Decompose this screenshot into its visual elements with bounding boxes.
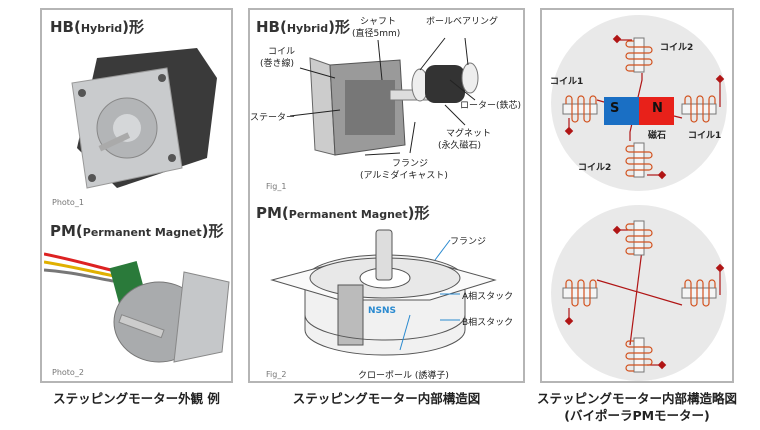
magnet-n-label: N <box>652 101 663 116</box>
magnet-label: マグネット <box>446 129 492 139</box>
flange-label: フランジ <box>392 159 429 169</box>
shaft-label: シャフト <box>360 17 397 27</box>
hb-title: HB(Hybrid)形 <box>50 16 144 37</box>
hb-cutaway-diagram <box>289 37 479 156</box>
pm-title-end: )形 <box>407 204 430 222</box>
pm-cutaway-diagram <box>270 229 497 356</box>
internal-structure-panel: HB(Hybrid)形 シャフト (直径5mm) ボールベアリング コイル (巻… <box>248 8 525 383</box>
pm-flange-label: フランジ <box>450 237 487 247</box>
photo2-label: Photo_2 <box>52 368 84 377</box>
schematic-panel: コイル2 コイル1 S N 磁石 コイル1 コイル2 <box>540 8 734 383</box>
magnet-s-label: S <box>610 101 620 116</box>
hb-title-sub: Hybrid <box>80 22 123 35</box>
fig1-label: Fig_1 <box>266 182 287 191</box>
fig2-label: Fig_2 <box>266 370 287 379</box>
pm-title-end: )形 <box>201 222 224 240</box>
coil-label: コイル <box>268 47 296 57</box>
hb-title-main: HB( <box>256 18 287 36</box>
pm-title: PM(Permanent Magnet)形 <box>50 220 223 241</box>
bipolar-schematic <box>551 15 727 381</box>
photo1-label: Photo_1 <box>52 198 84 207</box>
pm-title-main: PM( <box>50 222 83 240</box>
pm-title: PM(Permanent Magnet)形 <box>256 202 429 223</box>
magnet-sub-label: (永久磁石) <box>438 141 482 151</box>
pm-title-main: PM( <box>256 204 289 222</box>
hb-title-end: )形 <box>122 18 145 36</box>
exterior-panel: HB(Hybrid)形 Photo_1 PM(Permanent Magnet)… <box>40 8 233 383</box>
claw-pole-label: クローポール (誘導子) <box>358 371 449 381</box>
coil1-left-label: コイル1 <box>550 77 584 87</box>
exterior-caption: ステッピングモーター外観 例 <box>53 391 220 406</box>
magnet-label: 磁石 <box>648 131 667 141</box>
nsns-label: NSNS <box>368 306 397 316</box>
flange-sub-label: (アルミダイキャスト) <box>360 171 448 181</box>
top-diagram <box>551 15 727 191</box>
hb-title-sub: Hybrid <box>286 22 329 35</box>
a-stack-label: A相スタック <box>462 292 514 302</box>
hb-motor-photo <box>71 48 217 189</box>
schematic-caption-line2: (バイポーラPMモーター) <box>564 408 710 423</box>
pm-title-sub: Permanent Magnet <box>82 226 202 239</box>
coil2-top-label: コイル2 <box>660 43 694 53</box>
hb-title: HB(Hybrid)形 <box>256 16 350 37</box>
hb-title-main: HB( <box>50 18 81 36</box>
coil2-bottom-label: コイル2 <box>578 163 612 173</box>
internal-structure-caption: ステッピングモーター内部構造図 <box>292 391 481 406</box>
coil1-right-label: コイル1 <box>688 131 722 141</box>
rotor-label: ローター(鉄芯) <box>460 101 522 111</box>
b-stack-label: B相スタック <box>462 318 514 328</box>
pm-title-sub: Permanent Magnet <box>288 208 408 221</box>
schematic-caption-line1: ステッピングモーター内部構造略図 <box>536 391 737 406</box>
pm-motor-photo <box>44 252 230 363</box>
stator-label: ステーター <box>250 113 296 123</box>
shaft-dia-label: (直径5mm) <box>352 29 401 39</box>
hb-title-end: )形 <box>328 18 351 36</box>
bearing-label: ボールベアリング <box>426 17 499 27</box>
coil-sub-label: (巻き線) <box>260 59 295 69</box>
bottom-diagram <box>551 205 727 381</box>
